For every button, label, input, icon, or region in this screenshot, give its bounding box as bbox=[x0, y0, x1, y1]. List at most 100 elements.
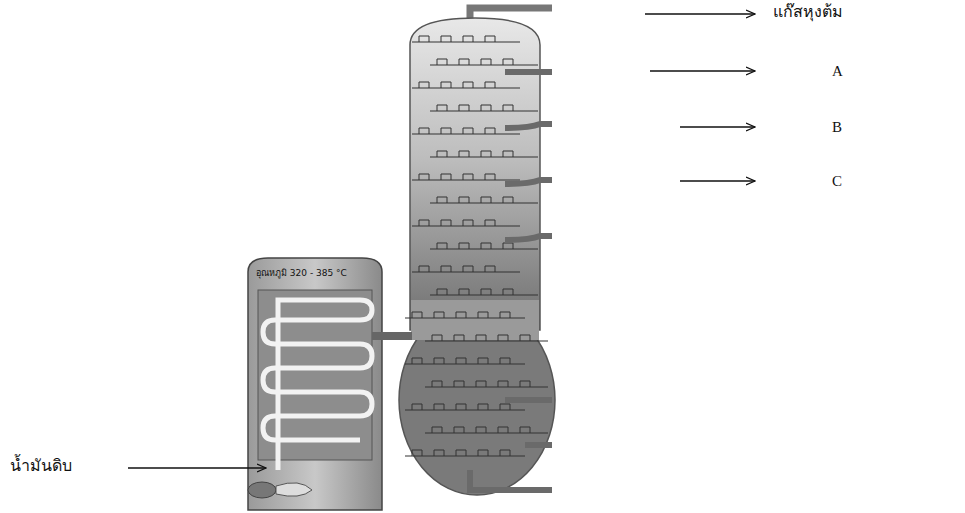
bubble-cap bbox=[500, 404, 510, 410]
bubble-cap bbox=[481, 105, 491, 111]
bubble-cap bbox=[434, 404, 444, 410]
tray bbox=[430, 110, 538, 111]
tray bbox=[405, 317, 525, 318]
bubble-cap bbox=[412, 312, 422, 318]
bubble-cap bbox=[456, 450, 466, 456]
bubble-cap bbox=[412, 404, 422, 410]
bubble-cap bbox=[412, 450, 422, 456]
bubble-cap bbox=[476, 381, 486, 387]
bubble-cap bbox=[503, 243, 513, 249]
bubble-cap bbox=[419, 82, 429, 88]
bubble-cap bbox=[419, 36, 429, 42]
tray bbox=[405, 363, 525, 364]
bubble-cap bbox=[481, 243, 491, 249]
bubble-cap bbox=[463, 220, 473, 226]
bubble-cap bbox=[500, 358, 510, 364]
bubble-cap bbox=[459, 243, 469, 249]
tray bbox=[430, 156, 538, 157]
bubble-cap bbox=[459, 289, 469, 295]
burner bbox=[248, 482, 276, 498]
column-join bbox=[411, 300, 539, 340]
bubble-cap bbox=[503, 289, 513, 295]
bubble-cap bbox=[454, 335, 464, 341]
bubble-cap bbox=[441, 82, 451, 88]
tray bbox=[412, 41, 520, 42]
bubble-cap bbox=[476, 335, 486, 341]
bubble-cap bbox=[463, 266, 473, 272]
bubble-cap bbox=[485, 174, 495, 180]
tray bbox=[412, 271, 520, 272]
bubble-cap bbox=[498, 427, 508, 433]
bubble-cap bbox=[485, 266, 495, 272]
bubble-cap bbox=[503, 151, 513, 157]
tray bbox=[430, 248, 538, 249]
bubble-cap bbox=[441, 36, 451, 42]
bubble-cap bbox=[485, 220, 495, 226]
bubble-cap bbox=[503, 197, 513, 203]
bubble-cap bbox=[454, 427, 464, 433]
furnace-chamber bbox=[258, 290, 372, 460]
column-trays bbox=[405, 36, 548, 456]
bubble-cap bbox=[459, 105, 469, 111]
bubble-cap bbox=[498, 335, 508, 341]
bubble-cap bbox=[520, 381, 530, 387]
bubble-cap bbox=[503, 105, 513, 111]
product-label: แก๊สหุงต้ม bbox=[773, 2, 843, 21]
bubble-cap bbox=[481, 151, 491, 157]
bubble-cap bbox=[456, 358, 466, 364]
bubble-cap bbox=[463, 36, 473, 42]
feed-label: น้ำมันดิบ bbox=[10, 456, 72, 475]
bubble-cap bbox=[419, 266, 429, 272]
product-letter: C bbox=[832, 172, 842, 190]
bubble-cap bbox=[441, 266, 451, 272]
bubble-cap bbox=[419, 128, 429, 134]
tray bbox=[430, 64, 538, 65]
tray bbox=[430, 294, 538, 295]
bubble-cap bbox=[437, 197, 447, 203]
bubble-cap bbox=[459, 151, 469, 157]
bubble-cap bbox=[432, 381, 442, 387]
bubble-cap bbox=[419, 220, 429, 226]
product-letter: B bbox=[832, 118, 842, 136]
bubble-cap bbox=[412, 358, 422, 364]
bubble-cap bbox=[478, 404, 488, 410]
product-letter: A bbox=[832, 62, 843, 80]
bubble-cap bbox=[481, 197, 491, 203]
feed-pipe bbox=[372, 332, 412, 340]
bubble-cap bbox=[485, 82, 495, 88]
bubble-cap bbox=[434, 358, 444, 364]
bubble-cap bbox=[437, 243, 447, 249]
tray bbox=[412, 179, 520, 180]
temperature-label: อุณหภูมิ 320 - 385 °C bbox=[256, 268, 347, 279]
bubble-cap bbox=[441, 174, 451, 180]
bubble-cap bbox=[463, 174, 473, 180]
bubble-cap bbox=[520, 335, 530, 341]
bubble-cap bbox=[485, 36, 495, 42]
tray bbox=[405, 455, 525, 456]
bubble-cap bbox=[437, 151, 447, 157]
bubble-cap bbox=[485, 128, 495, 134]
tray bbox=[412, 87, 520, 88]
side-draw-pipes bbox=[470, 72, 552, 490]
bubble-cap bbox=[520, 427, 530, 433]
bubble-cap bbox=[454, 381, 464, 387]
bubble-cap bbox=[432, 335, 442, 341]
distillation-column bbox=[410, 18, 540, 330]
bubble-cap bbox=[498, 381, 508, 387]
bubble-cap bbox=[441, 220, 451, 226]
bubble-cap bbox=[463, 82, 473, 88]
bubble-cap bbox=[459, 197, 469, 203]
leader-arrows bbox=[128, 14, 755, 468]
tray bbox=[430, 202, 538, 203]
burner-flame bbox=[276, 483, 312, 496]
bubble-cap bbox=[481, 289, 491, 295]
bubble-cap bbox=[456, 404, 466, 410]
bubble-cap bbox=[463, 128, 473, 134]
bubble-cap bbox=[503, 59, 513, 65]
bubble-cap bbox=[481, 59, 491, 65]
bubble-cap bbox=[437, 289, 447, 295]
furnace bbox=[248, 258, 382, 510]
bubble-cap bbox=[441, 128, 451, 134]
bubble-cap bbox=[500, 450, 510, 456]
